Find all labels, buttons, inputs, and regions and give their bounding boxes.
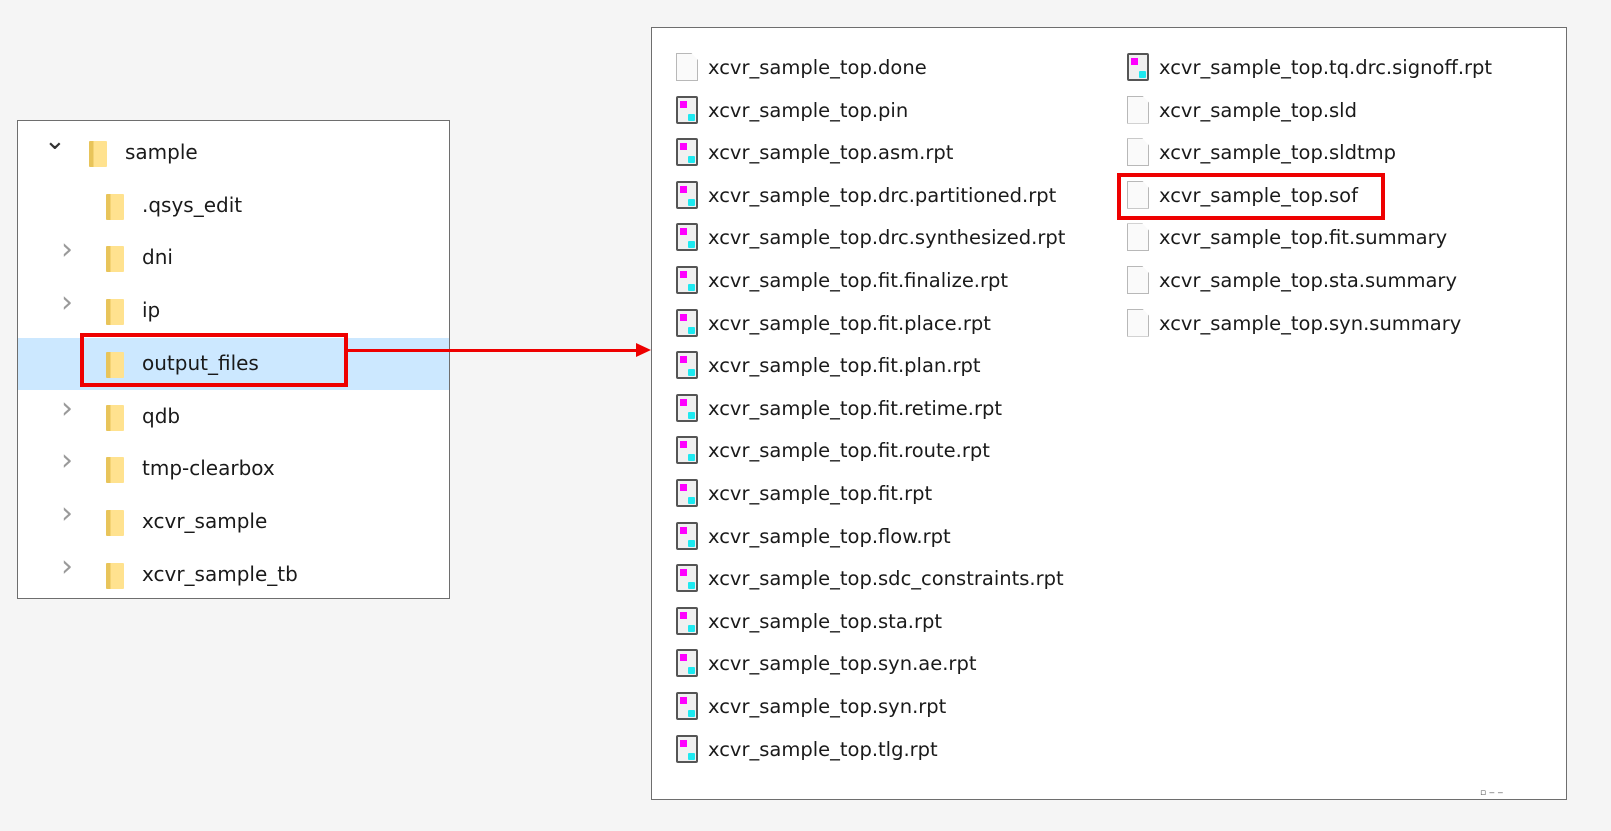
blank-file-icon bbox=[1127, 308, 1149, 337]
file-name: xcvr_sample_top.syn.rpt bbox=[708, 695, 947, 718]
report-file-icon bbox=[676, 734, 698, 763]
tree-item-label: qdb bbox=[142, 403, 181, 428]
file-name: xcvr_sample_top.fit.summary bbox=[1159, 226, 1448, 250]
file-name: xcvr_sample_top.pin bbox=[708, 98, 909, 122]
file-name: xcvr_sample_top.fit.route.rpt bbox=[708, 439, 990, 463]
tree-item-ip[interactable]: › ip bbox=[18, 285, 449, 337]
blank-file-icon bbox=[1127, 95, 1149, 124]
file-name: xcvr_sample_top.asm.rpt bbox=[708, 141, 954, 165]
report-file-icon bbox=[676, 266, 698, 294]
highlight-box-sof-file bbox=[1117, 173, 1385, 220]
tree-item-label: xcvr_sample bbox=[142, 508, 268, 533]
file-name: xcvr_sample_top.sof bbox=[1159, 183, 1358, 207]
tree-item-tmp-clearbox[interactable]: › tmp-clearbox bbox=[18, 443, 449, 495]
chevron-right-icon[interactable]: › bbox=[61, 495, 73, 531]
report-file-icon bbox=[676, 138, 698, 167]
tree-item-label: sample bbox=[125, 140, 198, 164]
report-file-icon bbox=[676, 479, 698, 507]
report-file-icon bbox=[676, 180, 698, 209]
tree-item-sample[interactable]: ⌄ sample bbox=[18, 127, 449, 179]
file-name: xcvr_sample_top.flow.rpt bbox=[708, 524, 951, 548]
tree-item-dni[interactable]: › dni bbox=[18, 232, 449, 284]
report-file-icon bbox=[676, 95, 698, 124]
file-name: xcvr_sample_top.fit.rpt bbox=[708, 482, 933, 505]
file-name: xcvr_sample_top.tq.drc.signoff.rpt bbox=[1159, 56, 1493, 79]
file-name: xcvr_sample_top.sta.summary bbox=[1159, 269, 1457, 292]
tree-item-label: output_files bbox=[142, 350, 259, 375]
resize-grip-icon[interactable]: ▫ ‒ ‒ bbox=[1480, 788, 1504, 798]
chevron-right-icon[interactable]: › bbox=[61, 390, 73, 426]
report-file-icon bbox=[676, 649, 698, 678]
blank-file-icon bbox=[1127, 266, 1149, 294]
folder-icon bbox=[106, 193, 124, 220]
report-file-icon bbox=[676, 521, 698, 550]
folder-icon bbox=[106, 299, 124, 326]
report-file-icon bbox=[676, 436, 698, 465]
file-name: xcvr_sample_top.sldtmp bbox=[1159, 141, 1396, 165]
report-file-icon bbox=[676, 223, 698, 252]
folder-icon bbox=[106, 457, 124, 484]
tree-item-qdb[interactable]: › qdb bbox=[18, 391, 449, 443]
report-file-icon bbox=[676, 308, 698, 337]
chevron-right-icon[interactable]: › bbox=[61, 548, 73, 584]
folder-icon bbox=[106, 562, 124, 589]
arrow-head-icon bbox=[636, 343, 651, 357]
tree-item-label: ip bbox=[142, 298, 161, 323]
file-name: xcvr_sample_top.sdc_constraints.rpt bbox=[708, 567, 1064, 591]
tree-item-label: dni bbox=[142, 245, 173, 270]
tree-item-qsys-edit[interactable]: .qsys_edit bbox=[18, 180, 449, 232]
file-name: xcvr_sample_top.done bbox=[708, 56, 927, 79]
folder-icon bbox=[106, 509, 124, 536]
report-file-icon bbox=[676, 692, 698, 720]
tree-item-label: .qsys_edit bbox=[142, 192, 243, 217]
tree-item-label: tmp-clearbox bbox=[142, 456, 275, 481]
file-name: xcvr_sample_top.sld bbox=[1159, 98, 1357, 122]
blank-file-icon bbox=[676, 53, 698, 81]
tree-item-xcvr-sample-tb[interactable]: › xcvr_sample_tb bbox=[18, 549, 449, 601]
file-name: xcvr_sample_top.tlg.rpt bbox=[708, 737, 938, 761]
file-name: xcvr_sample_top.fit.finalize.rpt bbox=[708, 269, 1009, 292]
folder-icon bbox=[106, 351, 124, 378]
file-name: xcvr_sample_top.fit.plan.rpt bbox=[708, 354, 981, 378]
tree-item-output-files[interactable]: output_files bbox=[18, 337, 449, 390]
folder-tree: ⌄ sample .qsys_edit › dni › ip output_files › qdb… bbox=[17, 120, 450, 599]
tree-item-xcvr-sample[interactable]: › xcvr_sample bbox=[18, 496, 449, 548]
file-name: xcvr_sample_top.fit.retime.rpt bbox=[708, 396, 1003, 420]
folder-icon bbox=[106, 404, 124, 431]
chevron-down-icon[interactable]: ⌄ bbox=[44, 126, 66, 156]
chevron-right-icon[interactable]: › bbox=[61, 443, 73, 479]
file-name: xcvr_sample_top.drc.synthesized.rpt bbox=[708, 226, 1066, 250]
file-name: xcvr_sample_top.fit.place.rpt bbox=[708, 311, 991, 335]
report-file-icon bbox=[1127, 53, 1149, 81]
arrow-line bbox=[347, 349, 637, 352]
blank-file-icon bbox=[1127, 138, 1149, 167]
file-name: xcvr_sample_top.syn.summary bbox=[1159, 311, 1462, 335]
folder-icon bbox=[89, 141, 107, 167]
blank-file-icon bbox=[1127, 223, 1149, 252]
folder-icon bbox=[106, 246, 124, 273]
chevron-right-icon[interactable]: › bbox=[61, 232, 73, 268]
report-file-icon bbox=[676, 606, 698, 635]
file-name: xcvr_sample_top.sta.rpt bbox=[708, 609, 943, 633]
file-name: xcvr_sample_top.syn.ae.rpt bbox=[708, 652, 977, 676]
report-file-icon bbox=[676, 564, 698, 593]
tree-item-label: xcvr_sample_tb bbox=[142, 561, 298, 586]
file-name: xcvr_sample_top.drc.partitioned.rpt bbox=[708, 183, 1057, 207]
blank-file-icon bbox=[1127, 180, 1149, 209]
report-file-icon bbox=[676, 393, 698, 422]
highlight-box-output-files bbox=[80, 333, 348, 387]
chevron-right-icon[interactable]: › bbox=[61, 285, 73, 321]
report-file-icon bbox=[676, 351, 698, 380]
